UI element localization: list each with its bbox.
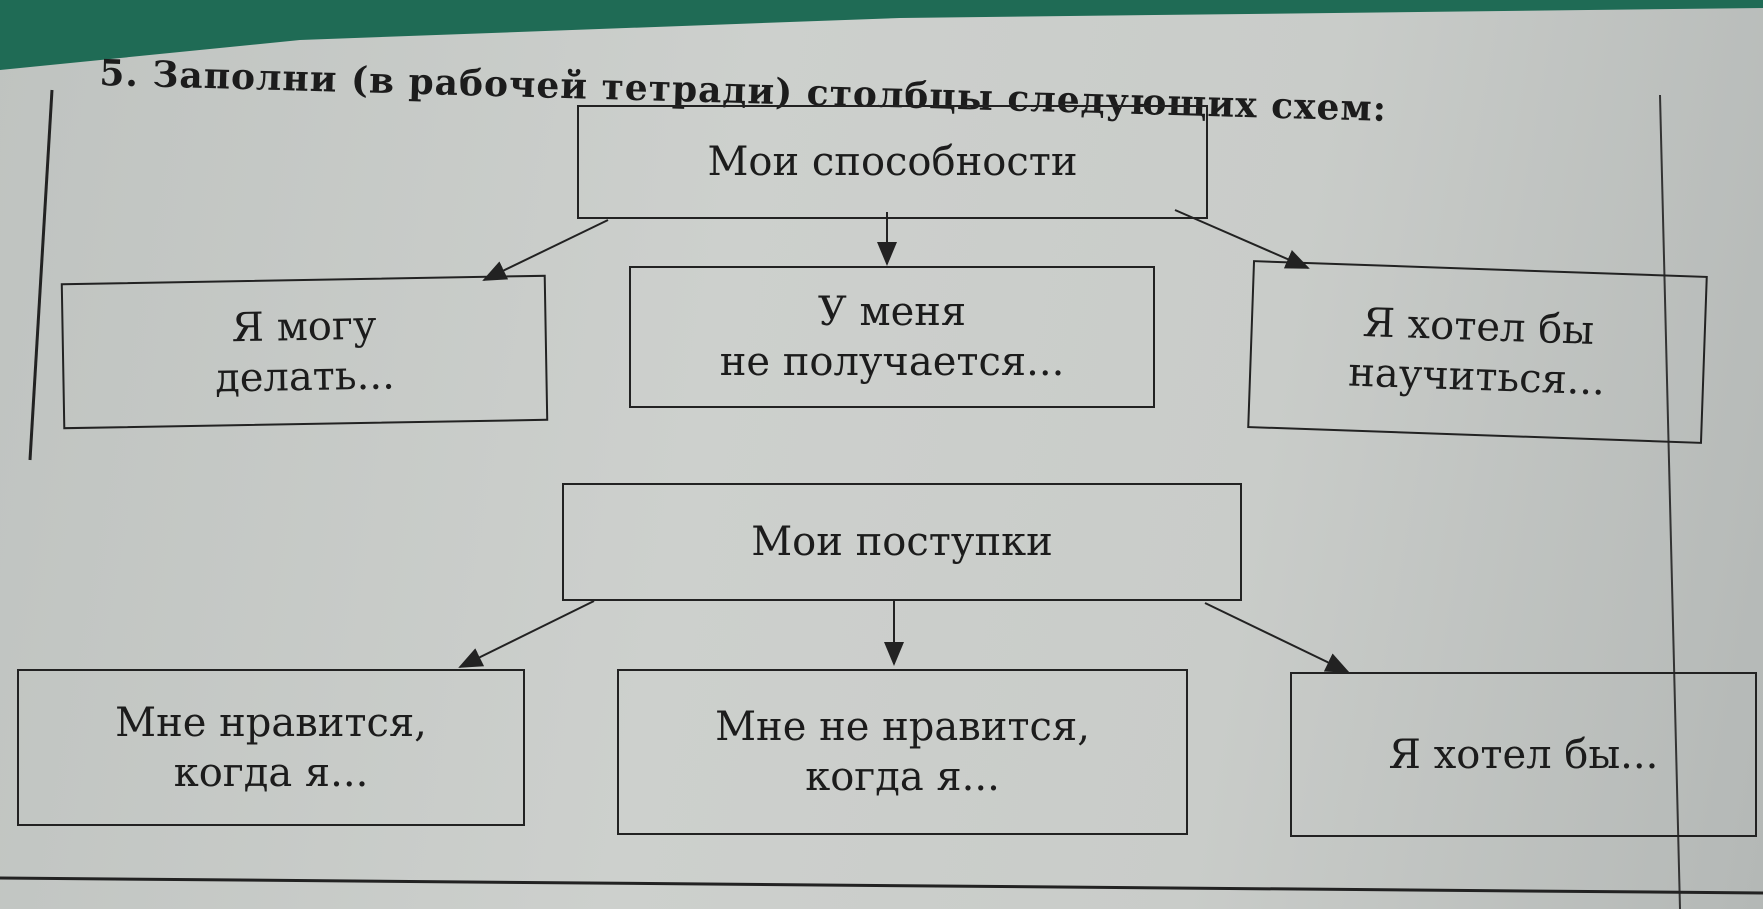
root-box-abilities: Мои способности xyxy=(577,105,1208,219)
box-label: У меня не получается... xyxy=(719,289,1065,385)
box-label: Мои способности xyxy=(707,139,1078,185)
arrow-6 xyxy=(1204,602,1350,673)
box-label: Мои поступки xyxy=(751,519,1053,565)
box-label: Я хотел бы... xyxy=(1388,731,1659,778)
box-cannot-do: У меня не получается... xyxy=(629,266,1155,408)
box-like-when: Мне нравится, когда я... xyxy=(17,669,525,826)
box-dislike-when: Мне не нравится, когда я... xyxy=(617,669,1188,835)
box-label: Я могу делать... xyxy=(214,302,396,402)
box-label: Мне не нравится, когда я... xyxy=(715,704,1090,800)
box-want-to-learn: Я хотел бы научиться... xyxy=(1247,260,1708,444)
root-box-actions: Мои поступки xyxy=(562,483,1242,601)
arrow-4 xyxy=(458,600,595,668)
box-label: Мне нравится, когда я... xyxy=(115,699,427,796)
arrow-3 xyxy=(1174,209,1310,269)
arrow-1 xyxy=(482,219,609,281)
box-can-do: Я могу делать... xyxy=(60,274,549,430)
box-label: Я хотел бы научиться... xyxy=(1347,299,1606,405)
box-would-like: Я хотел бы... xyxy=(1290,672,1757,837)
